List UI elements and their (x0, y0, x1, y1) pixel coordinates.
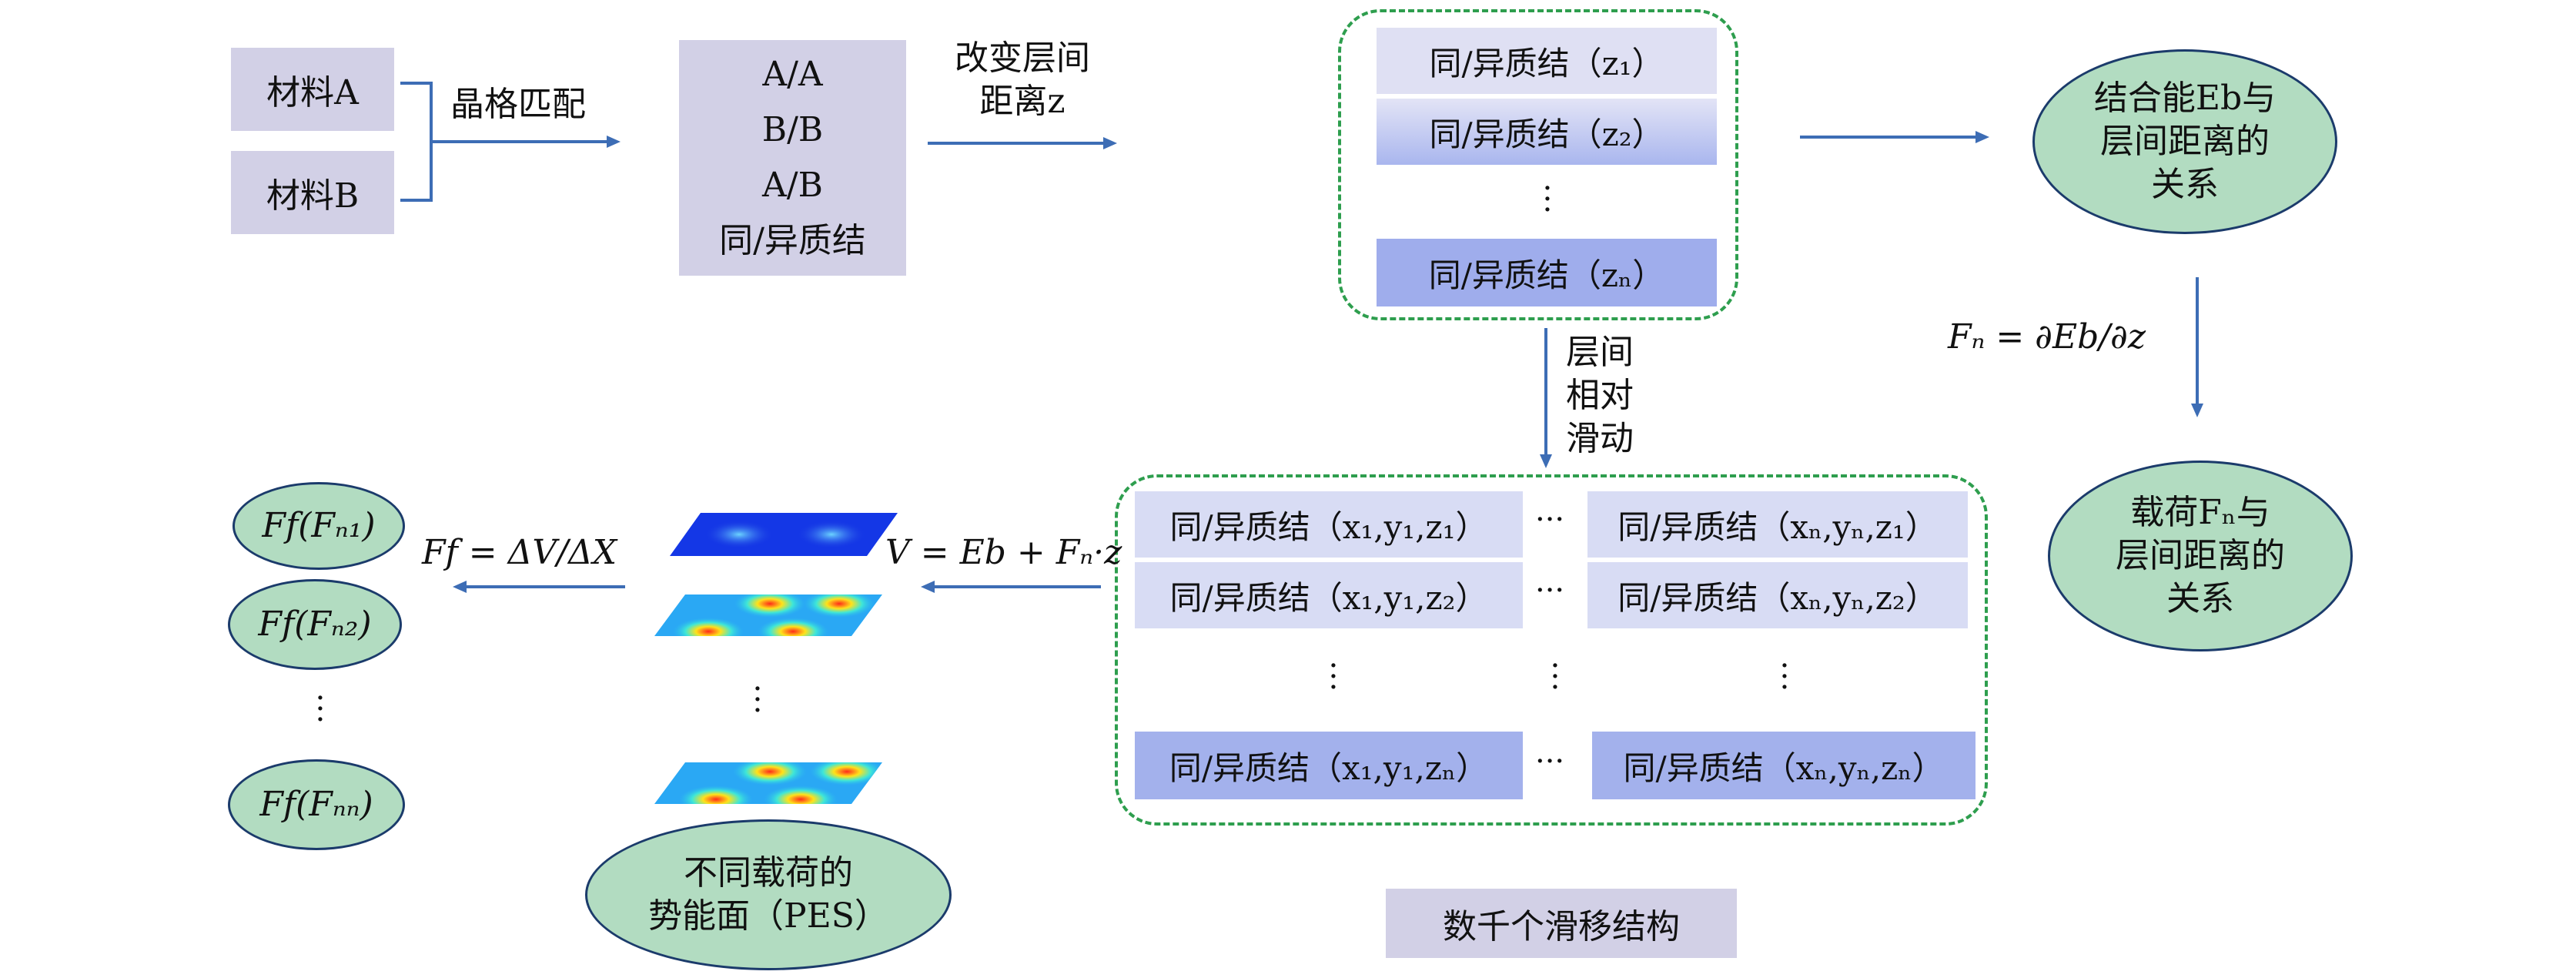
sliding-structures-group (1115, 474, 1988, 826)
pes-surface-n (654, 762, 882, 804)
potential-formula: V = Eb + Fₙ·z (885, 533, 1122, 572)
to-load-arrow (2191, 277, 2203, 417)
friction-result-1: Ff(Fₙ₁) (233, 482, 405, 570)
friction-result-2: Ff(Fₙ₂) (228, 579, 402, 670)
binding-line3: 关系 (2151, 165, 2219, 204)
thousands-structures-label: 数千个滑移结构 (1386, 889, 1737, 958)
z-vertical-ellipsis: ··· (1542, 171, 1553, 228)
grid-c2-r2: 同/异质结（xₙ,yₙ,z₂） (1587, 562, 1968, 628)
to-friction-arrow (453, 581, 625, 593)
load-line1: 载荷Fₙ与 (2130, 493, 2270, 532)
grid-c2-r1: 同/异质结（xₙ,yₙ,z₁） (1587, 491, 1968, 558)
binding-line1: 结合能Eb与 (2093, 79, 2277, 118)
load-relation-ellipse: 载荷Fₙ与 层间距离的 关系 (2048, 461, 2353, 651)
load-line3: 关系 (2166, 579, 2234, 618)
spacing-arrow (928, 137, 1117, 149)
sliding-line2: 相对 (1566, 376, 1634, 415)
pes-line2: 势能面（PES） (648, 896, 888, 936)
material-b-box: 材料B (231, 151, 394, 234)
stacking-bb: B/B (761, 110, 824, 149)
pes-surfaces (654, 513, 898, 804)
friction-result-n: Ff(Fₙₙ) (228, 759, 405, 850)
to-pes-arrow (921, 581, 1101, 593)
grid-h-ellipsis-2: ··· (1535, 573, 1565, 608)
stacking-junction: 同/异质结 (719, 221, 866, 260)
grid-h-ellipsis-1: ··· (1535, 502, 1565, 538)
pes-surface-2 (654, 595, 882, 636)
z1-structure: 同/异质结（z₁） (1377, 28, 1717, 94)
to-binding-arrow (1800, 131, 1989, 143)
grid-v-ellipsis-3: ··· (1779, 648, 1790, 705)
sliding-line3: 滑动 (1566, 419, 1634, 458)
force-formula: Fₙ = ∂Eb/∂z (1948, 317, 2146, 357)
grid-h-ellipsis-3: ··· (1535, 744, 1565, 779)
change-spacing-label: 改变层间 距离z (945, 37, 1099, 123)
grid-v-ellipsis-1: ··· (1328, 648, 1339, 705)
grid-v-ellipsis-2: ··· (1550, 648, 1561, 705)
grid-c2-rn: 同/异质结（xₙ,yₙ,zₙ） (1592, 732, 1975, 799)
binding-energy-ellipse: 结合能Eb与 层间距离的 关系 (2032, 49, 2337, 234)
zn-structure: 同/异质结（zₙ） (1377, 239, 1717, 306)
friction-formula: Ff = ΔV/ΔX (422, 533, 617, 572)
sliding-line1: 层间 (1566, 333, 1634, 372)
change-spacing-line1: 改变层间 (955, 39, 1090, 78)
stacking-ab: A/B (762, 166, 823, 205)
bracket-arrow (400, 82, 621, 202)
grid-c1-r1: 同/异质结（x₁,y₁,z₁） (1135, 491, 1523, 558)
stacking-box: A/A B/B A/B 同/异质结 (679, 40, 906, 276)
friction-vertical-ellipsis: ··· (315, 681, 326, 738)
sliding-arrow (1540, 328, 1552, 468)
grid-c1-r2: 同/异质结（x₁,y₁,z₂） (1135, 562, 1523, 628)
load-line2: 层间距离的 (2116, 536, 2285, 575)
lattice-match-label: 晶格匹配 (450, 85, 586, 124)
pes-line1: 不同载荷的 (684, 853, 853, 893)
pes-surface-1 (670, 513, 898, 556)
z2-structure: 同/异质结（z₂） (1377, 99, 1717, 165)
stacking-aa: A/A (762, 55, 823, 94)
pes-ellipse: 不同载荷的 势能面（PES） (585, 819, 952, 970)
material-a-box: 材料A (231, 48, 394, 131)
z-structures-group (1338, 9, 1738, 320)
sliding-label: 层间 相对 滑动 (1566, 331, 1634, 461)
pes-vertical-ellipsis: ··· (752, 672, 763, 728)
change-spacing-line2: 距离z (979, 82, 1066, 121)
grid-c1-rn: 同/异质结（x₁,y₁,zₙ） (1135, 732, 1523, 799)
binding-line2: 层间距离的 (2100, 122, 2270, 161)
